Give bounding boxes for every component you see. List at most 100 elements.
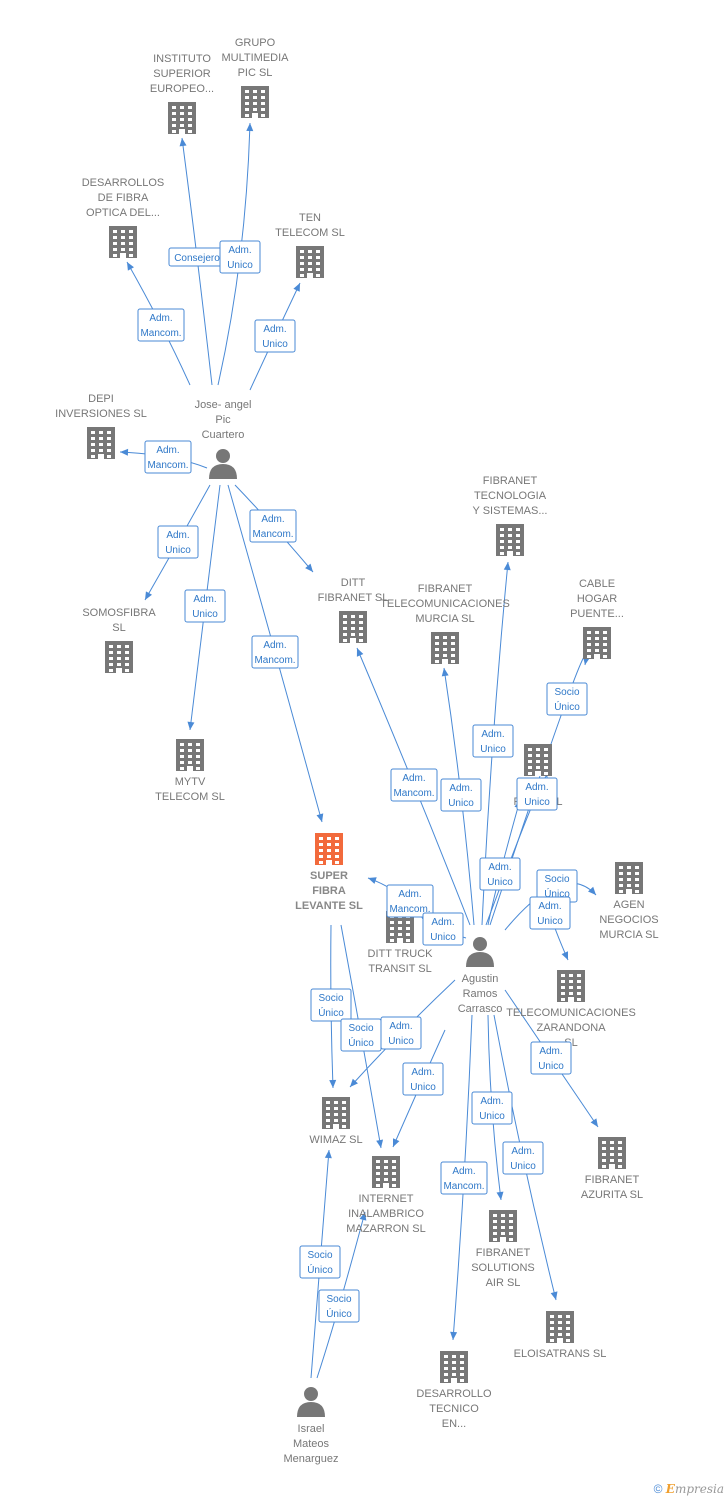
badge-text: Adm.	[481, 729, 504, 740]
edge-arrow-head	[441, 668, 449, 677]
node-label: Agustin	[462, 973, 499, 985]
node-desarrollo_tec[interactable]: DESARROLLOTECNICOEN...	[416, 1351, 492, 1430]
badge-agustin-to-solutions[interactable]: Adm.Unico	[471, 1091, 513, 1125]
badge-jose-to-super_fibra[interactable]: Adm.Mancom.	[251, 635, 299, 669]
node-label: Jose- angel	[195, 399, 252, 411]
badge-jose-to-desarrollos[interactable]: Adm.Mancom.	[137, 308, 185, 342]
badge-agustin-to-zarandona[interactable]: Adm.Unico	[529, 896, 571, 930]
badge-jose-to-ditt_fibranet[interactable]: Adm.Mancom.	[249, 509, 297, 543]
node-label: TELECOM SL	[155, 791, 225, 803]
badge-text: Unico	[410, 1082, 436, 1093]
badge-jose-to-mytv[interactable]: Adm.Unico	[184, 589, 226, 623]
node-label: DE FIBRA	[98, 192, 149, 204]
badge-text: Adm.	[411, 1067, 434, 1078]
badge-text: Adm.	[166, 530, 189, 541]
node-zarandona[interactable]: TELECOMUNICACIONESZARANDONASL	[506, 970, 636, 1049]
badge-box	[390, 768, 438, 802]
badge-text: Unico	[448, 798, 474, 809]
badge-jose-to-ten[interactable]: Adm.Unico	[254, 319, 296, 353]
badge-jose-to-somosfibra[interactable]: Adm.Unico	[157, 525, 199, 559]
edge-arrow-head	[127, 262, 134, 271]
badge-box	[440, 1161, 488, 1195]
node-label: TECNICO	[429, 1403, 479, 1415]
node-instituto[interactable]: INSTITUTOSUPERIOREUROPEO...	[150, 53, 214, 134]
badge-agustin-to-m_fiber[interactable]: Adm.Unico	[516, 777, 558, 811]
building-icon	[583, 627, 611, 659]
badge-agustin-to-azurita[interactable]: Adm.Unico	[530, 1041, 572, 1075]
badge-jose-to-depi[interactable]: Adm.Mancom.	[144, 440, 192, 474]
node-eloisatrans[interactable]: ELOISATRANS SL	[514, 1311, 607, 1360]
badge-agustin-to-wimaz[interactable]: Adm.Unico	[380, 1016, 422, 1050]
badge-agustin-to-fib_tecnologia[interactable]: Adm.Unico	[472, 724, 514, 758]
badge-agustin-to-ditt_truck[interactable]: Adm.Unico	[422, 912, 464, 946]
edge-arrow-head	[293, 283, 300, 292]
badge-box	[144, 440, 192, 474]
badge-text: Unico	[262, 339, 288, 350]
edge-arrow-head	[590, 1118, 598, 1127]
badge-agustin-to-ditt_fibranet[interactable]: Adm.Mancom.	[390, 768, 438, 802]
badge-text: Único	[348, 1036, 374, 1049]
badge-jose-to-grupo[interactable]: Adm.Unico	[219, 240, 261, 274]
badge-text: Adm.	[480, 1096, 503, 1107]
badge-agustin-to-super_fibra[interactable]: Adm.Mancom.	[386, 884, 434, 918]
badge-agustin-to-inalambrico[interactable]: Adm. Unico	[402, 1062, 444, 1096]
edge-arrow-head	[588, 886, 596, 895]
node-label: PUENTE...	[570, 608, 624, 620]
badge-text: Consejero	[174, 253, 220, 264]
node-cable_hogar[interactable]: CABLEHOGARPUENTE...	[570, 578, 624, 659]
badge-box	[402, 1062, 444, 1096]
badge-box	[479, 857, 521, 891]
badge-box	[440, 778, 482, 812]
badge-text: Adm.	[449, 783, 472, 794]
building-icon	[524, 744, 552, 776]
node-label: FIBRANET	[418, 583, 473, 595]
badge-agustin-to-m_fiber[interactable]: Adm.Unico	[479, 857, 521, 891]
edge-arrow-head	[503, 562, 511, 571]
edge-arrow-head	[356, 648, 364, 657]
badge-text: Socio	[544, 874, 569, 885]
badge-box	[219, 240, 261, 274]
building-icon	[546, 1311, 574, 1343]
building-icon	[496, 524, 524, 556]
badge-agustin-to-desarrollo_tec[interactable]: Adm.Mancom.	[440, 1161, 488, 1195]
node-label: TELECOMUNICACIONES	[506, 1007, 636, 1019]
badge-agustin-to-eloisatrans[interactable]: Adm.Unico	[502, 1141, 544, 1175]
badge-text: Adm.	[538, 901, 561, 912]
badge-jose-to-instituto[interactable]: Consejero	[168, 247, 226, 267]
node-wimaz[interactable]: WIMAZ SL	[309, 1097, 363, 1146]
badge-text: Mancom.	[443, 1181, 484, 1192]
edge-arrow-head	[329, 1079, 337, 1088]
node-label: ZARANDONA	[536, 1022, 606, 1034]
node-label: TECNOLOGIA	[474, 490, 547, 502]
brand-logo: Empresia	[666, 1482, 724, 1496]
badge-box	[471, 1091, 513, 1125]
edge-arrow-head	[305, 563, 313, 572]
node-label: Menarguez	[283, 1453, 338, 1465]
node-label: INVERSIONES SL	[55, 408, 147, 420]
node-label: NEGOCIOS	[599, 914, 658, 926]
building-icon	[339, 611, 367, 643]
badge-agustin-to-fib_telecom_murcia[interactable]: Adm. Unico	[440, 778, 482, 812]
